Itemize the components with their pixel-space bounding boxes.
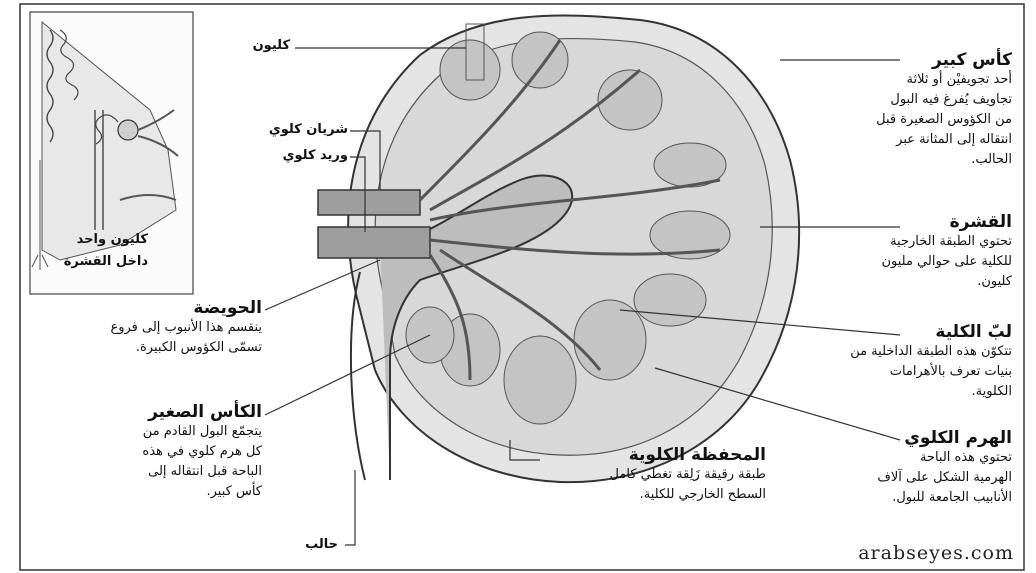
major-calyx-line1: أحد تجويفيْن أو ثلاثة xyxy=(876,70,1012,90)
minor-calyx-line2: كل هرم كلوي في هذه xyxy=(142,442,262,462)
major-calyx-line3: من الكؤوس الصغيرة قبل xyxy=(876,110,1012,130)
minor-calyx-line3: الباحة قبل انتقاله إلى xyxy=(142,462,262,482)
renal-capsule-line1: طبقة رقيقة زَلِقة تغطي كامل xyxy=(610,465,766,485)
callout-renal-pyramid: الهرم الكلوي تحتوي هذه الباحة الهرمية ال… xyxy=(877,428,1012,508)
medulla-title: لبّ الكلية xyxy=(850,322,1012,342)
callout-medulla: لبّ الكلية تتكوّن هذه الطبقة الداخلية من… xyxy=(850,322,1012,402)
inset-caption-line1: كليون واحد xyxy=(77,232,148,247)
callout-minor-calyx: الكأس الصغير يتجمّع البول القادم من كل ه… xyxy=(142,402,262,502)
callout-cortex: القشرة تحتوي الطبقة الخارجية للكلية على … xyxy=(881,212,1012,292)
minor-calyx-line1: يتجمّع البول القادم من xyxy=(142,422,262,442)
renal-capsule-title: المحفظة الكلوية xyxy=(610,445,766,465)
nephron-inset xyxy=(30,12,193,294)
major-calyx-line5: الحالب. xyxy=(876,150,1012,170)
renal-pyramid-line2: الهرمية الشكل على آلاف xyxy=(877,468,1012,488)
callout-renal-pelvis: الحويضة ينقسم هذا الأنبوب إلى فروع تسمّى… xyxy=(110,298,262,358)
renal-pyramid-line3: الأنابيب الجامعة للبول. xyxy=(877,488,1012,508)
cortex-line3: كليون. xyxy=(881,272,1012,292)
renal-pyramid-title: الهرم الكلوي xyxy=(877,428,1012,448)
major-calyx-title: كأس كبير xyxy=(876,50,1012,70)
renal-pyramid-line1: تحتوي هذه الباحة xyxy=(877,448,1012,468)
cortex-line1: تحتوي الطبقة الخارجية xyxy=(881,232,1012,252)
callout-major-calyx: كأس كبير أحد تجويفيْن أو ثلاثة تجاويف يُ… xyxy=(876,50,1012,170)
medulla-line2: بنيات تعرف بالأهرامات xyxy=(850,362,1012,382)
major-calyx-line4: انتقاله إلى المثانة عبر xyxy=(876,130,1012,150)
minor-calyx-line4: كأس كبير. xyxy=(142,482,262,502)
callout-renal-capsule: المحفظة الكلوية طبقة رقيقة زَلِقة تغطي ك… xyxy=(610,445,766,505)
major-calyx-line2: تجاويف يُفرغ فيه البول xyxy=(876,90,1012,110)
cortex-title: القشرة xyxy=(881,212,1012,232)
medulla-line1: تتكوّن هذه الطبقة الداخلية من xyxy=(850,342,1012,362)
renal-artery-label: شريان كلوي xyxy=(269,122,348,137)
renal-pelvis-line2: تسمّى الكؤوس الكبيرة. xyxy=(110,338,262,358)
inset-caption-line2: داخل القشرة xyxy=(64,254,148,269)
site-watermark: arabseyes.com xyxy=(858,542,1014,564)
medulla-line3: الكلوية. xyxy=(850,382,1012,402)
renal-capsule-line2: السطح الخارجي للكلية. xyxy=(610,485,766,505)
nephron-label: كليون xyxy=(253,38,290,53)
renal-vein-label: وريد كلوي xyxy=(283,148,348,163)
renal-pelvis-line1: ينقسم هذا الأنبوب إلى فروع xyxy=(110,318,262,338)
cortex-line2: للكلية على حوالي مليون xyxy=(881,252,1012,272)
kidney-illustration xyxy=(318,16,799,483)
renal-pelvis-title: الحويضة xyxy=(110,298,262,318)
minor-calyx-title: الكأس الصغير xyxy=(142,402,262,422)
ureter-label: حالب xyxy=(305,537,338,552)
